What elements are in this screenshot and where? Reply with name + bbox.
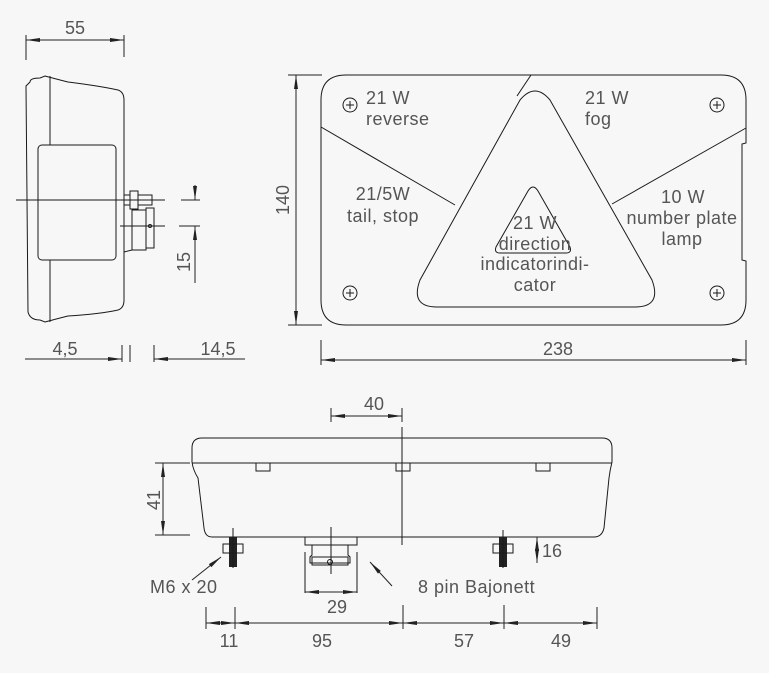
number-plate-watt: 10 W [661,187,705,207]
front-view: 21 W reverse 21 W fog 21/5W tail, stop 1… [273,74,747,365]
reverse-label: reverse [366,109,430,129]
dim-label-55: 55 [65,18,85,38]
dim-label-16: 16 [542,541,562,561]
bottom-body-outline [191,437,613,538]
dim-label-14-5: 14,5 [200,339,235,359]
direction-label-2: indicatorindi- [480,254,589,274]
dim-label-49: 49 [551,631,571,651]
dim-label-4-5: 4,5 [52,339,77,359]
side-body-outline [25,75,125,323]
dim-label-40: 40 [364,394,384,414]
dim-label-57: 57 [454,631,474,651]
bottom-dimension-chain [205,605,598,629]
tail-stop-label: tail, stop [347,206,419,226]
direction-label: direction [499,234,572,254]
number-plate-label: number plate [626,208,737,228]
side-lens-rect [37,144,117,261]
side-connector [123,190,155,253]
screw-icon [342,97,725,301]
indicator-triangle-inner [495,186,571,254]
bajonett-connector [304,527,358,594]
dim-label-140: 140 [273,185,293,215]
dim-label-95: 95 [312,631,332,651]
dim-label-11: 11 [220,631,239,651]
number-plate-label-2: lamp [661,229,702,249]
fog-watt: 21 W [585,88,629,108]
bolt-stud-left [222,528,244,568]
reverse-watt: 21 W [366,88,410,108]
direction-label-3: cator [514,275,557,295]
divider-right [611,127,747,205]
front-body-outline [320,74,747,326]
divider-left [320,126,456,206]
fog-label: fog [585,109,612,129]
connector-label: 8 pin Bajonett [418,577,535,597]
clips [255,463,551,472]
dim-label-41: 41 [144,490,164,510]
dim-label-29: 29 [327,597,347,617]
side-view: 55 15 4,5 14,5 [16,18,245,362]
bolt-label: M6 x 20 [150,577,218,597]
direction-watt: 21 W [513,213,557,233]
dim-label-15: 15 [174,252,194,272]
dim-label-238: 238 [543,339,573,359]
tail-stop-watt: 21/5W [356,184,411,204]
bottom-view: 29 40 41 16 M6 x 20 8 pin Bajonett 11 95… [144,394,613,651]
divider-top [516,74,532,97]
bolt-stud-right [492,530,514,568]
indicator-triangle-outer [416,90,656,308]
